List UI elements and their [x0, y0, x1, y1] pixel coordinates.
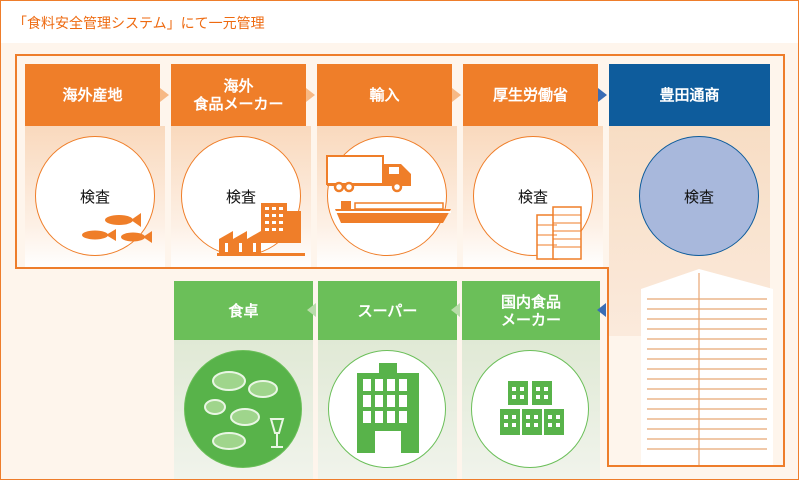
frame-mid	[15, 267, 609, 269]
building-icon	[536, 206, 582, 260]
header-mhlw: 厚生労働省	[463, 64, 598, 126]
frame-top	[15, 54, 785, 56]
title-bar: 「食料安全管理システム」にて一元管理	[1, 1, 798, 43]
food-factory-icon	[500, 381, 564, 435]
food-dishes-icon	[204, 371, 285, 450]
circle-table	[184, 350, 302, 468]
fish-icon	[82, 213, 152, 243]
header-overseas-origin: 海外産地	[25, 64, 160, 126]
factory-icon	[217, 203, 305, 256]
header-overseas-maker: 海外 食品メーカー	[171, 64, 306, 126]
header-supermarket: スーパー	[318, 281, 457, 340]
header-domestic-maker: 国内食品 メーカー	[462, 281, 600, 340]
arrow-right-icon	[160, 88, 169, 102]
arrow-left-icon	[597, 303, 606, 317]
inspection-label: 検査	[517, 187, 548, 206]
circle-inspection-toyota: 検査	[639, 136, 759, 256]
arrow-right-icon	[598, 88, 607, 102]
arrow-right-icon	[306, 88, 315, 102]
frame-left	[15, 54, 17, 269]
diagram-title: 「食料安全管理システム」にて一元管理	[13, 16, 265, 32]
arrow-left-icon	[307, 303, 316, 317]
arrow-left-icon	[451, 303, 460, 317]
circle-domestic-maker	[471, 350, 589, 468]
supermarket-icon	[357, 363, 419, 453]
header-table: 食卓	[174, 281, 313, 340]
header-toyota-tsusho: 豊田通商	[609, 64, 770, 126]
inspection-label: 検査	[683, 187, 714, 206]
circle-import	[327, 136, 447, 256]
inspection-label: 検査	[79, 187, 110, 206]
truck-icon	[326, 155, 411, 193]
arrow-right-icon	[452, 88, 461, 102]
circle-supermarket	[328, 350, 446, 468]
frame-inner-right	[607, 267, 609, 467]
ship-icon	[335, 201, 451, 223]
frame-right	[783, 54, 785, 467]
inspection-label: 検査	[225, 187, 256, 206]
frame-bottom	[607, 465, 785, 467]
office-tower-icon	[641, 269, 773, 465]
header-import: 輸入	[317, 64, 452, 126]
